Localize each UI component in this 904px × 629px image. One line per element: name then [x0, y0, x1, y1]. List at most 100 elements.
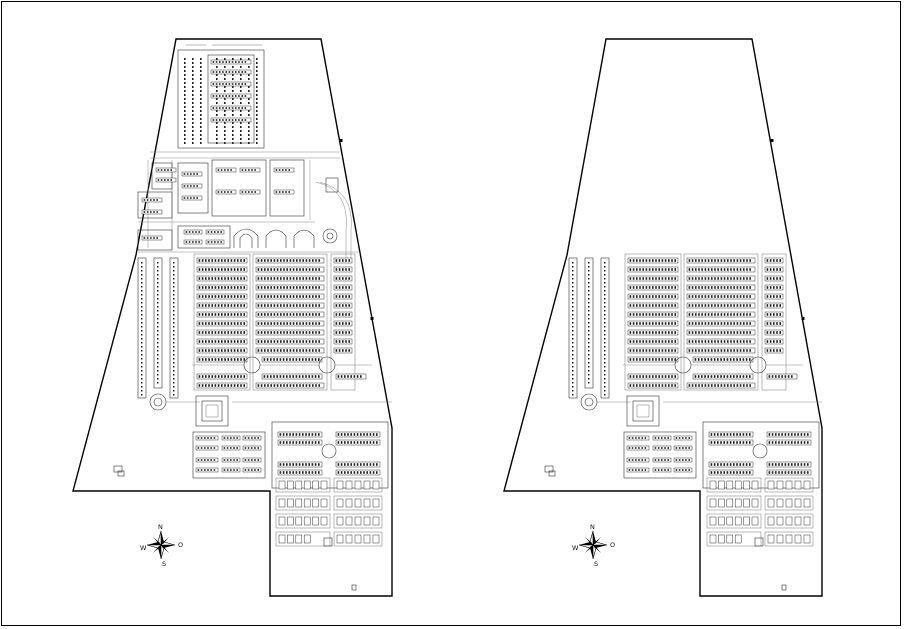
- compass-label-north: N: [590, 523, 595, 531]
- plot-marker: [572, 330, 574, 332]
- left-middle-cluster: [137, 159, 339, 251]
- plot-row: [242, 435, 262, 441]
- right-lower-section: [702, 421, 820, 591]
- plot-marker: [192, 138, 194, 140]
- plot-marker: [604, 322, 606, 324]
- plot-marker: [572, 350, 574, 352]
- plot-row: [195, 457, 219, 463]
- plot-marker: [232, 122, 234, 124]
- plot-row: [686, 284, 756, 291]
- plot-marker: [588, 306, 590, 308]
- plot-marker: [141, 378, 143, 380]
- plot-marker: [216, 74, 218, 76]
- plot-marker: [200, 74, 202, 76]
- plot-marker: [240, 78, 242, 80]
- plot-marker: [141, 306, 143, 308]
- plot-marker: [248, 110, 250, 112]
- plot-marker: [572, 358, 574, 360]
- plot-row: [196, 320, 248, 327]
- plot-marker: [240, 114, 242, 116]
- plot-marker: [200, 86, 202, 88]
- plot-marker: [173, 386, 175, 388]
- plot-marker: [232, 142, 234, 144]
- plot-marker: [184, 62, 186, 64]
- plot-marker: [173, 346, 175, 348]
- plot-marker: [173, 362, 175, 364]
- grid-frame: [193, 253, 251, 391]
- plot-row: [627, 284, 679, 291]
- plot-marker: [224, 142, 226, 144]
- plot-marker: [248, 122, 250, 124]
- plot-marker: [256, 98, 258, 100]
- plot-marker: [604, 334, 606, 336]
- plot-marker: [240, 142, 242, 144]
- plot-row: [196, 293, 248, 300]
- plot-marker: [157, 334, 159, 336]
- plot-marker: [184, 102, 186, 104]
- plot-marker: [157, 262, 159, 264]
- plot-row: [686, 347, 756, 354]
- plot-marker: [173, 334, 175, 336]
- plot-row: [335, 373, 367, 380]
- plot-marker: [192, 126, 194, 128]
- plot-marker: [157, 302, 159, 304]
- plot-row: [210, 69, 252, 75]
- plot-marker: [184, 82, 186, 84]
- plot-row: [196, 311, 248, 318]
- plot-marker: [572, 294, 574, 296]
- plot-marker: [248, 58, 250, 60]
- plot-marker: [216, 126, 218, 128]
- plot-marker: [588, 302, 590, 304]
- plot-marker: [157, 346, 159, 348]
- plot-marker: [232, 130, 234, 132]
- plot-marker: [173, 282, 175, 284]
- plot-marker: [192, 62, 194, 64]
- plot-marker: [588, 354, 590, 356]
- plot-row: [333, 338, 353, 345]
- plot-marker: [184, 118, 186, 120]
- left-site-boundary: [72, 38, 393, 597]
- plot-row: [255, 311, 325, 318]
- plot-marker: [141, 382, 143, 384]
- plot-marker: [192, 106, 194, 108]
- plot-marker: [173, 278, 175, 280]
- plot-marker: [200, 134, 202, 136]
- plot-marker: [192, 114, 194, 116]
- plot-marker: [604, 370, 606, 372]
- plot-row: [764, 320, 784, 327]
- plot-marker: [604, 342, 606, 344]
- plot-marker: [604, 266, 606, 268]
- plot-marker: [248, 138, 250, 140]
- plot-row: [764, 302, 784, 309]
- plot-row: [196, 356, 248, 363]
- plot-marker: [184, 114, 186, 116]
- plot-marker: [224, 66, 226, 68]
- plot-marker: [141, 286, 143, 288]
- plot-marker: [572, 302, 574, 304]
- plot-row: [196, 347, 248, 354]
- plot-marker: [141, 262, 143, 264]
- plot-row: [255, 257, 325, 264]
- plot-row: [155, 167, 177, 173]
- plot-marker: [232, 134, 234, 136]
- plot-marker: [192, 134, 194, 136]
- plot-marker: [588, 262, 590, 264]
- plot-cell-row: [275, 513, 383, 529]
- plot-row: [205, 239, 225, 245]
- plot-marker: [604, 358, 606, 360]
- plot-marker: [256, 66, 258, 68]
- plot-marker: [604, 302, 606, 304]
- plot-marker: [588, 274, 590, 276]
- plot-marker: [588, 266, 590, 268]
- plot-marker: [184, 142, 186, 144]
- plot-marker: [141, 370, 143, 372]
- plot-cell-row: [275, 477, 383, 493]
- plot-marker: [224, 98, 226, 100]
- plot-row: [652, 467, 672, 473]
- plot-row: [242, 457, 262, 463]
- plot-row: [627, 329, 679, 336]
- plot-row: [627, 338, 679, 345]
- plot-marker: [141, 330, 143, 332]
- plot-marker: [141, 318, 143, 320]
- plot-row: [692, 373, 754, 380]
